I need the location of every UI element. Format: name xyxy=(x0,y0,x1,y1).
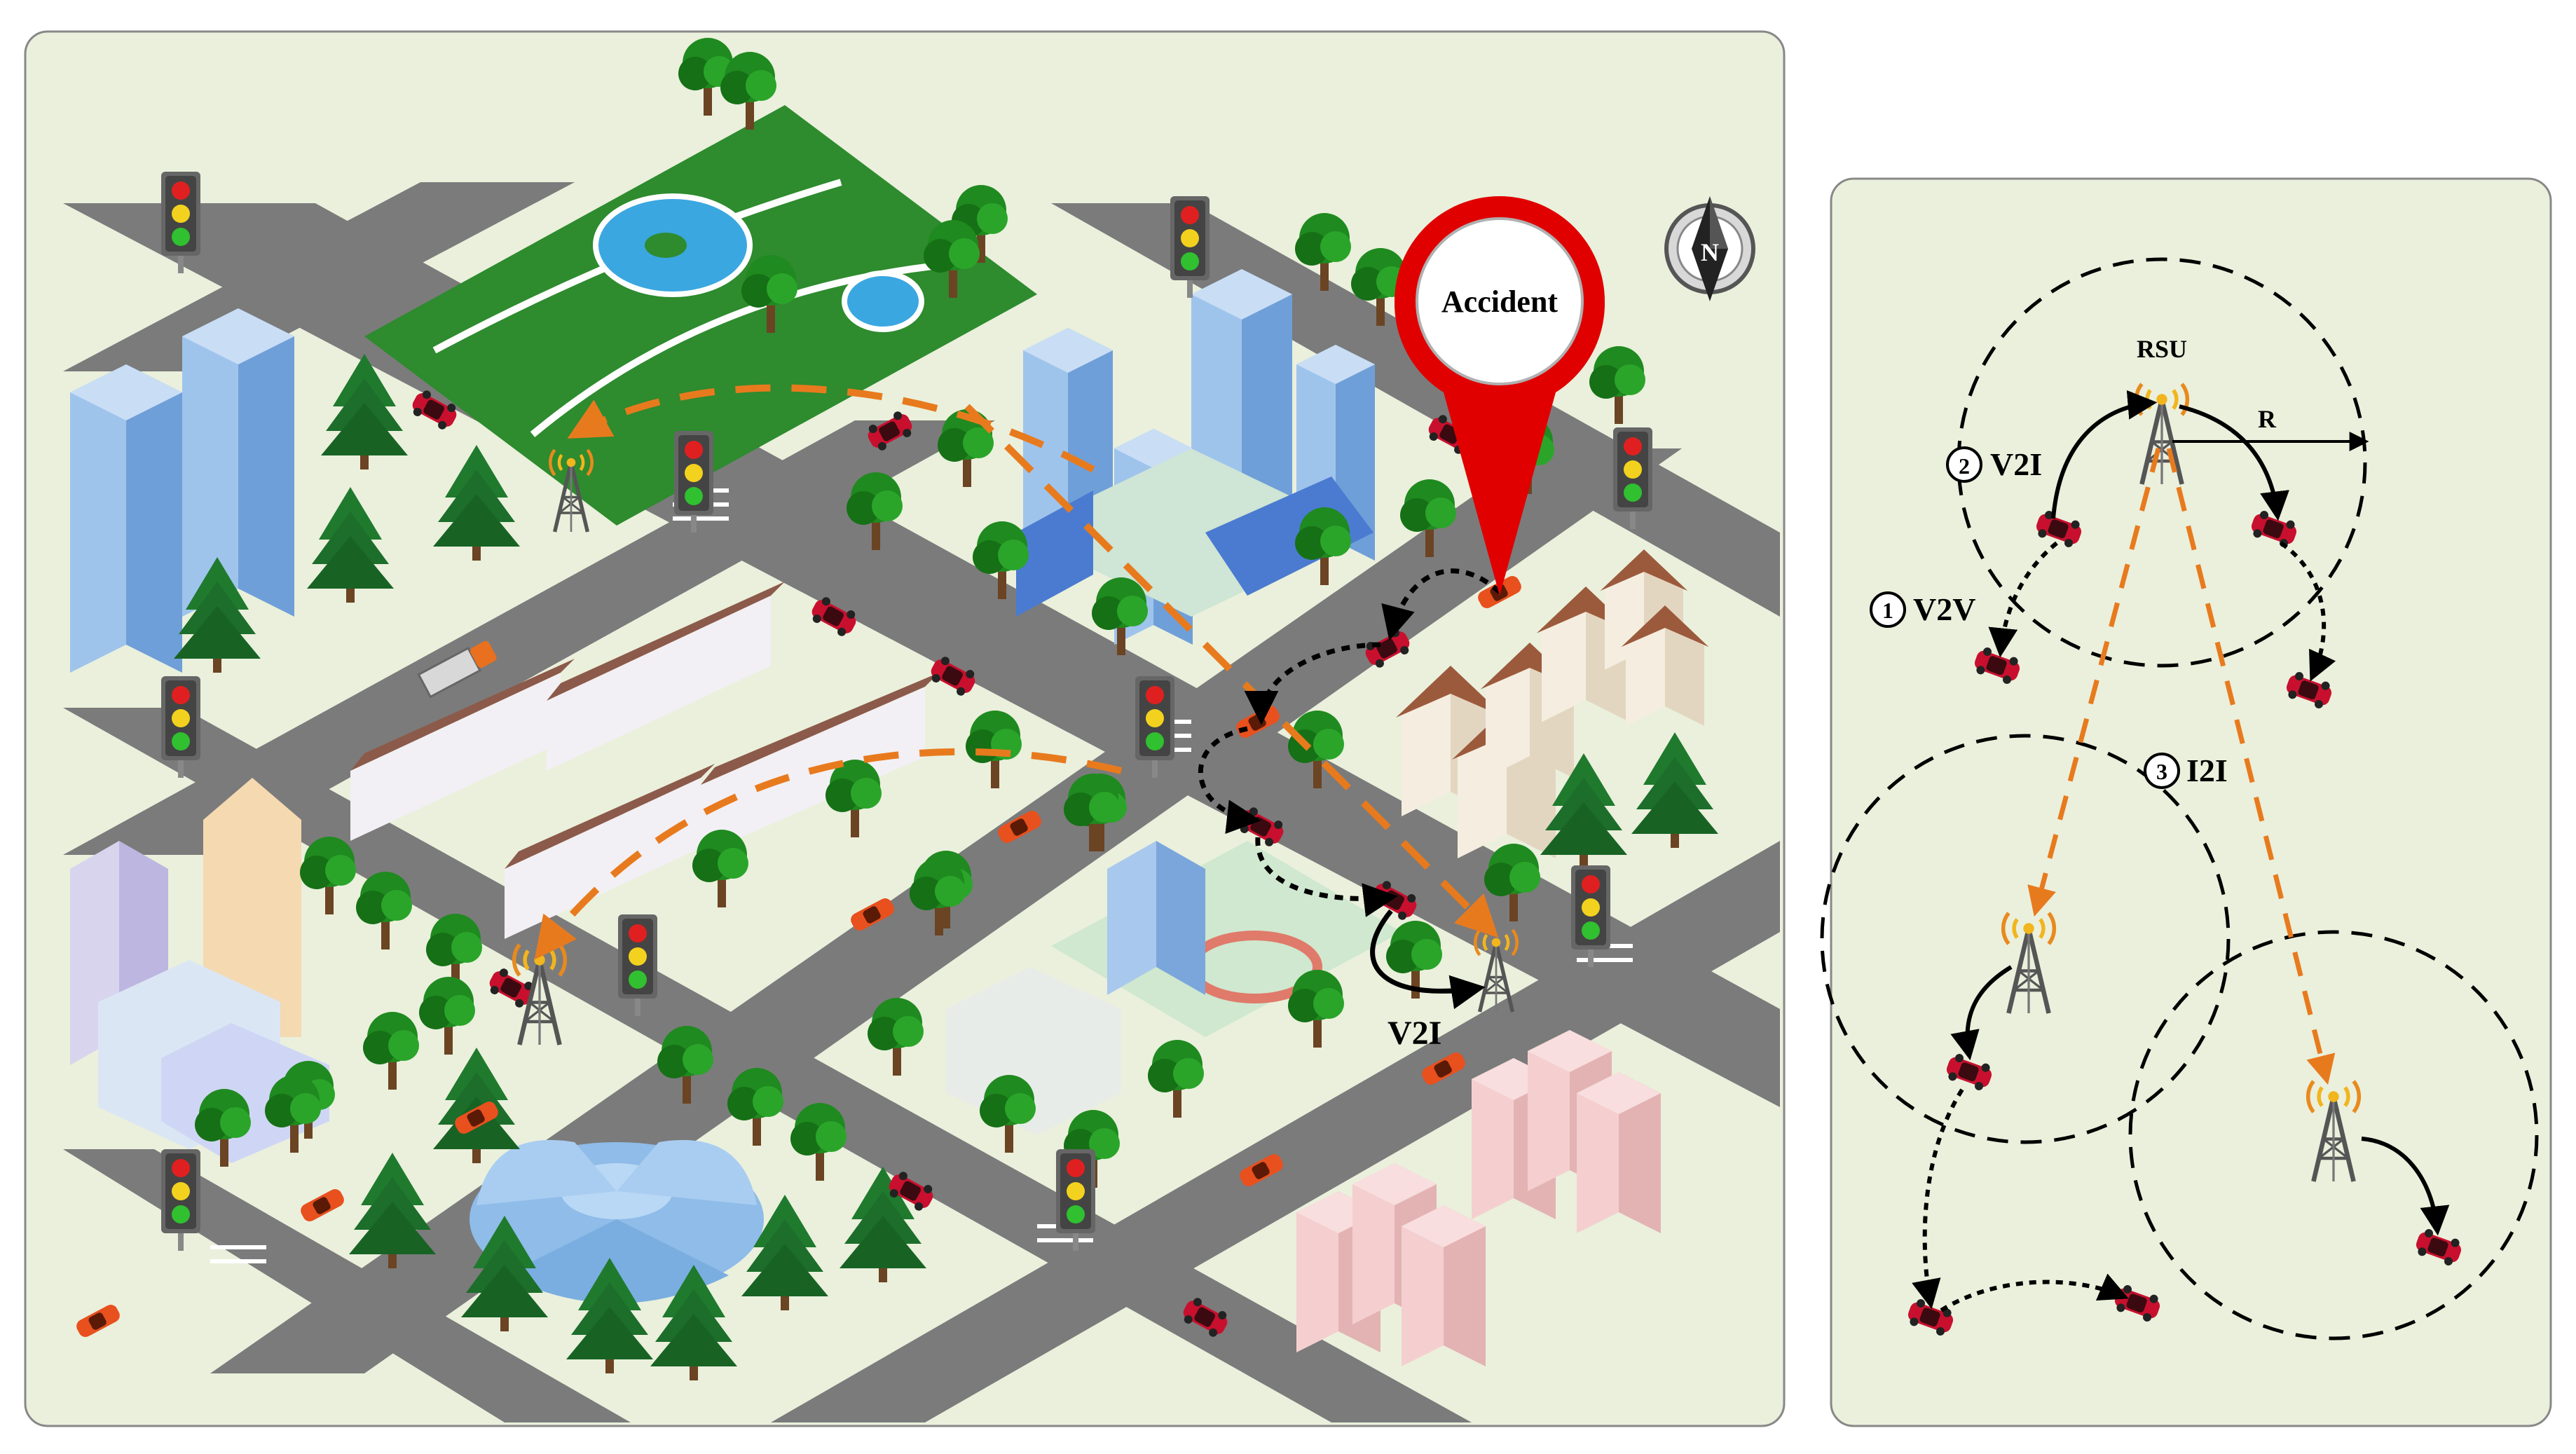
cars xyxy=(74,387,1524,1340)
range-label: R xyxy=(2258,405,2277,433)
compass: N xyxy=(1664,196,1755,301)
panel-v2i-links xyxy=(1950,390,2450,1236)
v2i-link-map xyxy=(1370,909,1486,1010)
legend-i2i-text: I2I xyxy=(2186,753,2228,788)
panel-i2i-links xyxy=(2027,448,2336,1085)
v2i-map-label: V2I xyxy=(1388,1015,1441,1052)
coverage-circles xyxy=(1820,257,2539,1340)
legend-v2v-text: V2V xyxy=(1913,591,1975,627)
legend-v2v-num: 1 xyxy=(1882,598,1893,623)
legend-v2i-text: V2I xyxy=(1990,446,2042,482)
buildings xyxy=(70,269,1709,1366)
legend-i2i: 3 I2I xyxy=(2144,753,2228,789)
network-panel xyxy=(1830,177,2552,1427)
legend-v2v: 1 V2V xyxy=(1870,591,1975,628)
legend-v2i: 2 V2I xyxy=(1946,446,2042,483)
i2i-links-map xyxy=(534,384,1499,960)
panel-v2v-links xyxy=(1912,541,2336,1312)
accident-label: Accident xyxy=(1441,284,1558,319)
v2v-links-map xyxy=(1198,568,1502,917)
rsu-label: RSU xyxy=(2137,335,2187,363)
legend-i2i-num: 3 xyxy=(2156,759,2167,784)
accident-marker: Accident xyxy=(1395,196,1605,596)
park xyxy=(364,105,1037,526)
compass-label: N xyxy=(1701,238,1719,266)
legend-v2i-num: 2 xyxy=(1959,453,1970,479)
